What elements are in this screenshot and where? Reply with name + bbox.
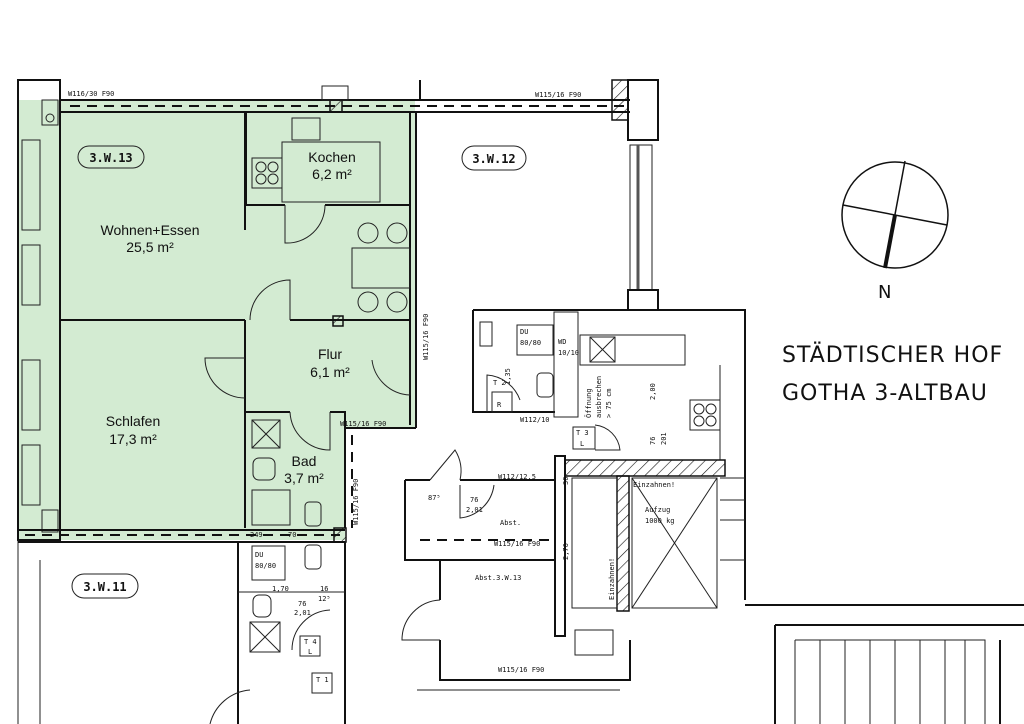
room-name-kochen: Kochen [308, 149, 355, 165]
dim-16: 16 [320, 585, 328, 593]
room-area-bad: 3,7 m² [284, 470, 324, 486]
unit-tag-3w12: 3.W.12 [461, 145, 527, 171]
room-area-wohnen: 25,5 m² [126, 239, 174, 255]
label-du-size: 80/80 [520, 339, 541, 347]
label-abst-3w13: Abst.3.W.13 [475, 574, 521, 582]
room-name-schlafen: Schlafen [106, 413, 160, 429]
wall-label-w112-12-5: W112/12,5 [498, 473, 536, 481]
room-area-schlafen: 17,3 m² [109, 431, 157, 447]
wall-label-w115-abst: W115/16 F90 [494, 540, 540, 548]
room-name-wohnen: Wohnen+Essen [101, 222, 200, 238]
wall-label-w115-flur: W115/16 F90 [340, 420, 386, 428]
door-tag-t4-side: L [308, 648, 312, 656]
dim-249: 249 [250, 531, 263, 539]
door-tag-t2: T 2 [493, 379, 506, 387]
room-area-kochen: 6,2 m² [312, 166, 352, 182]
dim-2-01c: 2,01 [294, 609, 311, 617]
dim-2-00: 2,00 [649, 383, 657, 400]
door-tag-t3: T 3 [576, 429, 589, 437]
wall-label-w115-top: W115/16 F90 [535, 91, 581, 99]
label-wd: WD [558, 338, 566, 346]
label-du: DU [520, 328, 528, 336]
interior-walls [18, 112, 417, 543]
label-du-2: DU [255, 551, 263, 559]
door-tag-t1: T 1 [316, 676, 329, 684]
label-ausbrechen: ausbrechen [595, 376, 603, 418]
dim-87-5: 87⁵ [428, 494, 441, 502]
staircase [745, 604, 1024, 724]
dim-76a: 76 [649, 437, 657, 445]
room-name-flur: Flur [318, 346, 342, 362]
dim-76c: 76 [298, 600, 306, 608]
plan-title-line1: STÄDTISCHER HOF [782, 342, 1003, 368]
door-tag-t3-side: L [580, 440, 584, 448]
label-oeffnung: Öffnung [584, 388, 593, 418]
dim-70: 70 [288, 531, 296, 539]
svg-text:3.W.13: 3.W.13 [89, 151, 132, 165]
dim-2-76: 2,76 [562, 543, 570, 560]
north-wall [60, 79, 659, 311]
door-tag-t4: T 4 [304, 638, 317, 646]
unit-3w11-walls [209, 542, 346, 724]
dim-201a: 201 [660, 432, 668, 445]
wall-label-w115-bottom: W115/16 F90 [498, 666, 544, 674]
label-einzahnen-side: Einzahnen! [608, 558, 616, 600]
compass-north-label: N [878, 282, 892, 303]
label-wd-size: 10/10 [558, 349, 579, 357]
dim-2-01b: 2,01 [466, 506, 483, 514]
door-tag-t2-side: R [497, 401, 502, 409]
svg-text:3.W.11: 3.W.11 [83, 580, 126, 594]
label-aufzug-load: 1000 kg [645, 517, 675, 525]
label-du-2-size: 80/80 [255, 562, 276, 570]
wall-label-w115-bad: W115/16 F90 [352, 479, 360, 525]
room-area-flur: 6,1 m² [310, 364, 350, 380]
label-aufzug: Aufzug [645, 506, 670, 514]
label-75cm: > 75 cm [605, 388, 613, 418]
dim-1-70: 1,70 [272, 585, 289, 593]
unit-tag-3w13: 3.W.13 [77, 145, 145, 169]
wall-label-w115-vert: W115/16 F90 [422, 314, 430, 360]
label-abst: Abst. [500, 519, 521, 527]
room-name-bad: Bad [292, 453, 317, 469]
dim-1-35: 1,35 [504, 368, 512, 385]
wall-label-w112-10: W112/10 [520, 416, 550, 424]
wall-label-w116: W116/30 F90 [68, 90, 114, 98]
dim-76b: 76 [470, 496, 478, 504]
unit-tag-3w11: 3.W.11 [71, 573, 139, 599]
label-einzahnen-top: Einzahnen! [633, 481, 675, 489]
plan-title-line2: GOTHA 3-ALTBAU [782, 381, 988, 406]
dim-12-5: 12⁵ [318, 595, 331, 603]
neighbor-walls [401, 309, 746, 691]
north-arrow-compass: N [841, 160, 949, 303]
dim-30: 30 [562, 477, 570, 485]
svg-text:3.W.12: 3.W.12 [472, 152, 515, 166]
